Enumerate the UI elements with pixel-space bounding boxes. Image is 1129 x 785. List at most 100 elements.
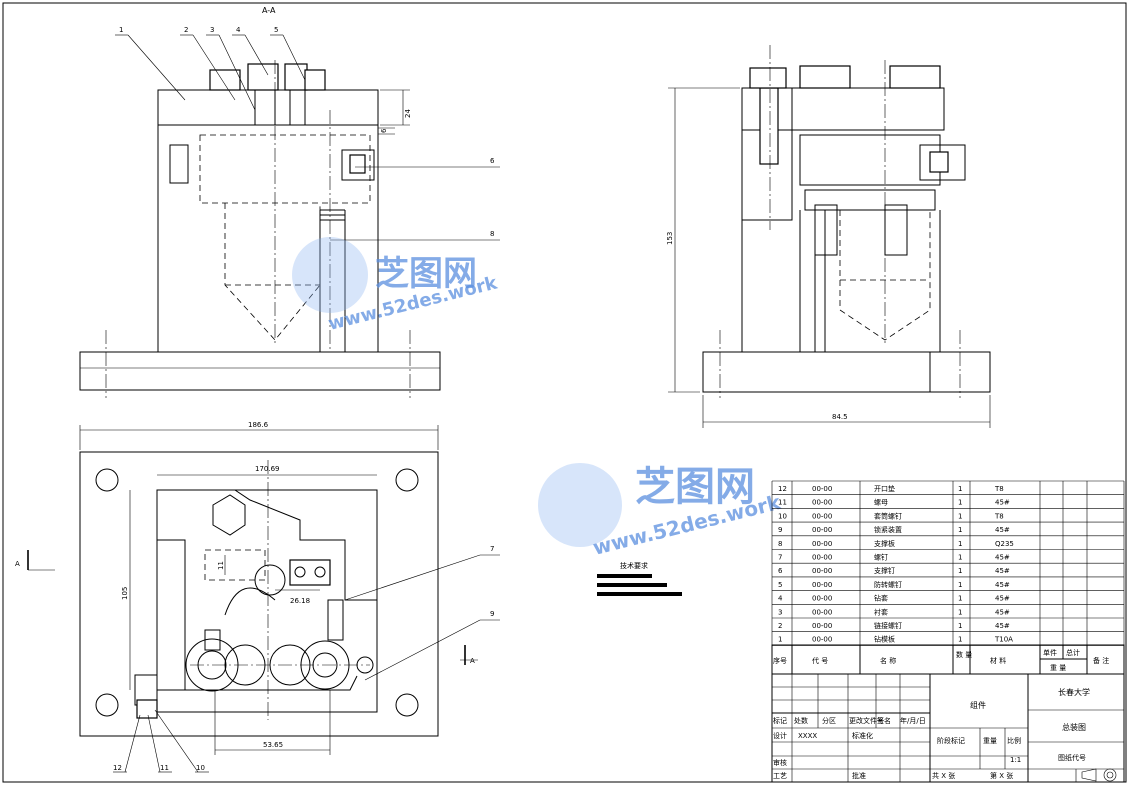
bom-cell: 支撑板	[874, 539, 895, 548]
bom-cell: 2	[778, 622, 782, 630]
dim-170-69: 170.69	[255, 465, 280, 473]
bom-h-material: 材 料	[990, 656, 1006, 665]
bom-cell: 1	[958, 485, 962, 493]
tb-design: 设计	[773, 731, 787, 740]
tb-process: 工艺	[773, 772, 787, 780]
bom-cell: 1	[958, 540, 962, 548]
tb-school: 长春大学	[1058, 687, 1090, 697]
bom-cell: 衬套	[874, 607, 888, 616]
bom-cell: 45#	[995, 554, 1010, 562]
plan-view: 186.6 170.69 105 11 26.18 53.65 A A 7 9 …	[15, 421, 500, 773]
tb-design-val: XXXX	[798, 732, 817, 740]
bom-cell: 7	[778, 554, 782, 562]
bom-cell: 1	[958, 636, 962, 644]
bom-cell: 螺钉	[874, 553, 888, 562]
tb-sheet: 第 X 张	[990, 771, 1013, 780]
bom-h-qty: 数 量	[956, 650, 972, 659]
bom-cell: 3	[778, 608, 782, 616]
bom-cell: 1	[778, 636, 782, 644]
bom-cell: 1	[958, 622, 962, 630]
bom-cell: 1	[958, 608, 962, 616]
section-label: A-A	[262, 6, 276, 15]
dim-53-65: 53.65	[263, 741, 283, 749]
bom-cell: 4	[778, 595, 783, 603]
bom-header: 序号 代 号 名 称 数 量 材 料 单件 总计 重 量 备 注	[771, 644, 1125, 675]
bom-cell: 00-00	[812, 636, 832, 644]
bom-cell: 支撑钉	[874, 566, 895, 575]
watermark-top: 芝图网 www.52des.work	[292, 237, 500, 335]
tb-sheets: 共 X 张	[932, 771, 955, 780]
bom-cell: T8	[994, 485, 1004, 493]
dim-105: 105	[121, 587, 129, 600]
bom-cell: T8	[994, 512, 1004, 520]
tb-group: 组件	[970, 700, 986, 710]
bom-cell: 45#	[995, 581, 1010, 589]
balloon-6: 6	[490, 157, 495, 165]
view-marker-left: A	[15, 560, 20, 568]
tb-marks: 标记	[773, 716, 787, 725]
watermark-brand-2: 芝图网	[635, 464, 755, 510]
dim-26-18: 26.18	[290, 597, 310, 605]
bom-h-single: 单件	[1043, 648, 1057, 657]
bom-cell: 00-00	[812, 554, 832, 562]
bom-cell: 00-00	[812, 608, 832, 616]
bom-h-no: 序号	[773, 656, 787, 665]
balloon-5: 5	[274, 26, 278, 34]
tb-zones: 处数	[794, 716, 808, 725]
bom-cell: 00-00	[812, 622, 832, 630]
tb-standard: 标准化	[852, 731, 873, 740]
bom-cell: 11	[778, 499, 787, 507]
bom-cell: 45#	[995, 567, 1010, 575]
bom-cell: 9	[778, 526, 782, 534]
bom-cell: 1	[958, 581, 962, 589]
top-balloons: 1 2 3 4 5 6 8	[115, 26, 500, 241]
bom-cell: 1	[958, 526, 962, 534]
balloon-11: 11	[160, 764, 169, 772]
bom-cell: 5	[778, 581, 782, 589]
bom-cell: 防转螺钉	[874, 580, 902, 589]
bom-cell: 1	[958, 595, 962, 603]
side-view: 153 84.5	[666, 45, 991, 428]
bom-h-code: 代 号	[812, 656, 828, 665]
bom-cell: T10A	[994, 636, 1013, 644]
dim-84-5: 84.5	[832, 413, 848, 421]
balloon-3: 3	[210, 26, 214, 34]
title-block: 标记 处数 分区 更改文件号 签名 年/月/日 设计 XXXX 标准化 审核 工…	[771, 673, 1125, 783]
bom-h-remark: 备 注	[1093, 656, 1109, 665]
dim-11: 11	[217, 561, 225, 570]
tb-date: 年/月/日	[900, 716, 926, 725]
front-section-view: A-A 24	[79, 6, 441, 398]
balloon-7: 7	[490, 545, 494, 553]
watermark-brand: 芝图网	[375, 254, 477, 294]
balloon-2: 2	[184, 26, 188, 34]
bom-cell: 开口垫	[874, 484, 895, 493]
balloon-12: 12	[113, 764, 122, 772]
tb-sign: 签名	[877, 716, 891, 725]
bom-cell: 45#	[995, 526, 1010, 534]
bom-cell: 8	[778, 540, 782, 548]
bom-cell: 1	[958, 499, 962, 507]
tb-stage: 阶段标记	[937, 736, 965, 745]
bom-cell: 00-00	[812, 540, 832, 548]
technical-requirements: 技术要求	[597, 561, 682, 596]
balloon-8: 8	[490, 230, 494, 238]
bom-cell: 锁紧装置	[874, 525, 902, 534]
bom-cell: 链接螺钉	[874, 621, 902, 630]
bom-cell: 钻套	[874, 594, 888, 603]
tb-scale: 比例	[1007, 736, 1021, 745]
dim-6: 6	[380, 128, 388, 133]
bom-cell: 45#	[995, 499, 1010, 507]
bom-cell: 45#	[995, 622, 1010, 630]
bom-cell: 00-00	[812, 512, 832, 520]
bom-cell: 套筒螺钉	[874, 511, 902, 520]
bom-cell: 1	[958, 512, 962, 520]
tb-drawing-code: 图纸代号	[1058, 753, 1086, 762]
bom-h-total: 总计	[1066, 648, 1080, 657]
bom-cell: Q235	[995, 540, 1014, 548]
bom-h-name: 名 称	[880, 656, 896, 665]
tb-drawing-name: 总装图	[1062, 722, 1086, 732]
bom-cell: 1	[958, 554, 962, 562]
dim-186-6: 186.6	[248, 421, 269, 429]
